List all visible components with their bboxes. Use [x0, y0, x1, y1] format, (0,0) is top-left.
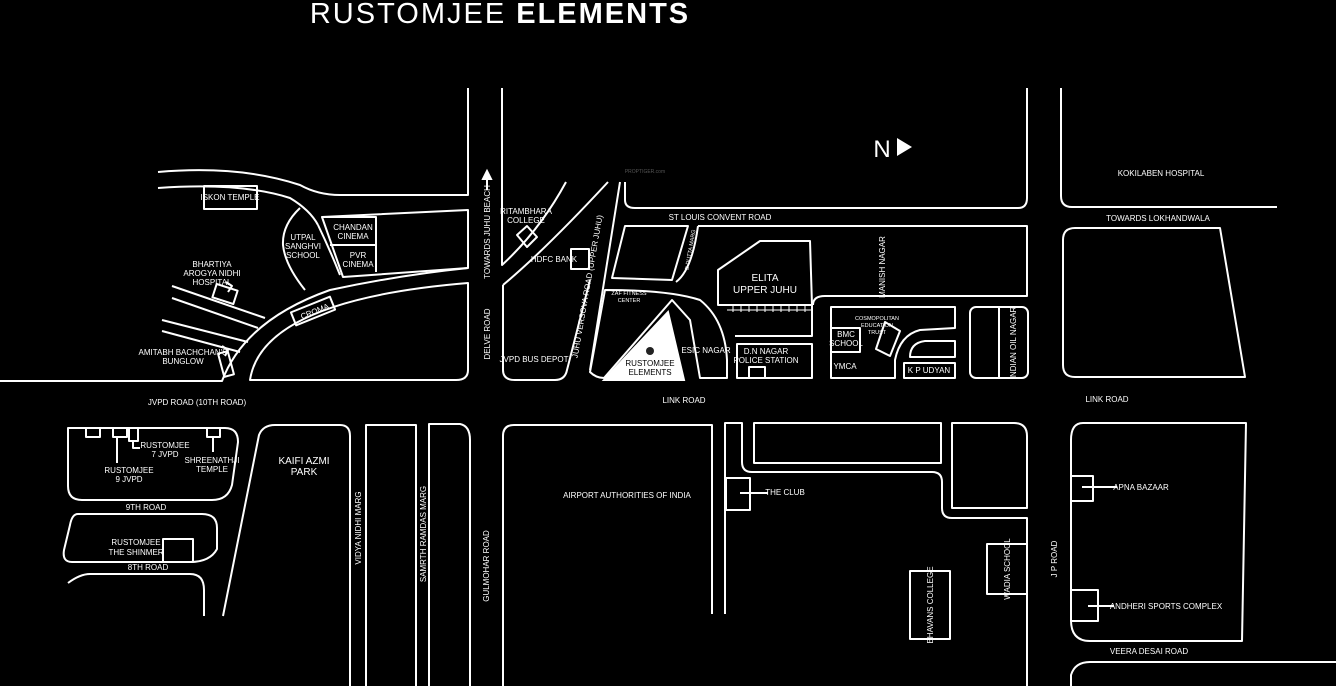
label-veera-desai-road: VEERA DESAI ROAD: [1110, 647, 1188, 656]
label-esic-nagar: ESIC NAGAR: [681, 346, 731, 355]
label-jvpd-bus-depot: JVPD BUS DEPOT: [500, 355, 569, 364]
label-link-road: LINK ROAD: [662, 396, 705, 405]
label-towards-lokhandwala: TOWARDS LOKHANDWALA: [1106, 214, 1210, 223]
label-dutta-marg: B DUTTA MARG: [685, 229, 698, 270]
title-bold: ELEMENTS: [516, 0, 691, 30]
map-title: RUSTOMJEE ELEMENTS: [0, 0, 1000, 31]
label-andheri-sports-complex: ANDHERI SPORTS COMPLEX: [1110, 602, 1223, 611]
label-ymca: YMCA: [833, 362, 857, 371]
label-rustomjee-7-jvpd-2: 7 JVPD: [151, 450, 178, 459]
label-8th-road: 8TH ROAD: [128, 563, 169, 572]
label-rustomjee-7-jvpd: RUSTOMJEE: [140, 441, 189, 450]
label-elita: ELITA: [751, 273, 778, 284]
label-samrth-ramdas-marg: SAMRTH RAMDAS MARG: [419, 486, 428, 582]
label-project: RUSTOMJEE: [625, 359, 674, 368]
label-rustomjee-9-jvpd-2: 9 JVPD: [115, 475, 142, 484]
label-bmc-school: BMC: [837, 330, 855, 339]
label-pvr-cinema-2: CINEMA: [342, 260, 374, 269]
label-jvpd-road: JVPD ROAD (10TH ROAD): [148, 398, 247, 407]
label-chandan-cinema: CHANDAN: [333, 223, 373, 232]
label-chandan-cinema-2: CINEMA: [337, 232, 369, 241]
label-elita-2: UPPER JUHU: [733, 285, 797, 296]
label-cosmopolitan: COSMOPOLITAN: [855, 316, 899, 322]
label-airport-authorities: AIRPORT AUTHORITIES OF INDIA: [563, 491, 691, 500]
label-delve-road: DELVE ROAD: [483, 308, 492, 359]
label-juhu-versova-road: JUHU VERSOVA ROAD (UPPER JUHU): [570, 214, 604, 359]
title-light: RUSTOMJEE: [309, 0, 507, 30]
label-kaifi-azmi-park: KAIFI AZMI: [278, 456, 329, 467]
label-apna-bazaar: APNA BAZAAR: [1113, 483, 1169, 492]
label-amitabh: AMITABH BACHCHAN'S: [139, 348, 228, 357]
label-shinmer-2: THE SHINMER: [108, 548, 163, 557]
label-towards-juhu-beach: TOWARDS JUHU BEACH: [483, 185, 492, 279]
watermark: PROPTIGER.com: [625, 169, 665, 175]
label-bhartiya-2: AROGYA NIDHI: [183, 269, 240, 278]
label-kp-udyan: K P UDYAN: [908, 366, 951, 375]
label-manish-nagar: MANISH NAGAR: [878, 236, 887, 298]
label-hdfc-bank: HDFC BANK: [531, 255, 578, 264]
label-vidya-nidhi-marg: VIDYA NIDHI MARG: [354, 491, 363, 564]
north-label: N: [873, 136, 890, 163]
label-bhartiya: BHARTIYA: [192, 260, 232, 269]
label-indian-oil-nagar: INDIAN OIL NAGAR: [1009, 306, 1018, 379]
label-rustomjee-9-jvpd: RUSTOMJEE: [104, 466, 153, 475]
label-ritambhara: RITAMBHARA: [500, 207, 553, 216]
label-kaifi-azmi-park-2: PARK: [291, 467, 318, 478]
label-st-louis-road: ST LOUIS CONVENT ROAD: [669, 213, 772, 222]
label-9th-road: 9TH ROAD: [126, 503, 167, 512]
label-pvr-cinema: PVR: [350, 251, 367, 260]
label-bhavans-college: BHAVANS COLLEGE: [926, 566, 935, 643]
label-cosmopolitan-2: EDUCATION: [861, 323, 893, 329]
label-iskon-temple: ISKON TEMPLE: [201, 193, 260, 202]
arrow-up-icon: [481, 168, 493, 190]
label-kokilaben: KOKILABEN HOSPITAL: [1118, 169, 1205, 178]
label-the-club: THE CLUB: [765, 488, 805, 497]
label-dn-nagar-2: POLICE STATION: [733, 356, 798, 365]
north-arrow-icon: [897, 138, 912, 156]
label-amitabh-2: BUNGLOW: [162, 357, 204, 366]
project-location-dot: [646, 347, 654, 355]
label-project-2: ELEMENTS: [628, 368, 671, 377]
label-cosmopolitan-3: TRUST: [868, 330, 887, 336]
label-jp-road: J P ROAD: [1050, 540, 1059, 577]
label-bmc-school-2: SCHOOL: [829, 339, 863, 348]
label-wadia-school: WADIA SCHOOL: [1003, 538, 1012, 600]
label-ritambhara-2: COLLEGE: [507, 216, 545, 225]
label-utpal-3: SCHOOL: [286, 251, 320, 260]
label-zaf-fitness: ZAF FITNESS: [611, 291, 646, 297]
label-link-road-east: LINK ROAD: [1085, 395, 1128, 404]
label-utpal: UTPAL: [290, 233, 316, 242]
hatched-wall: [727, 305, 812, 312]
label-shreenathji: SHREENATHJI: [185, 456, 240, 465]
label-zaf-fitness-2: CENTER: [618, 298, 641, 304]
label-utpal-2: SANGHVI: [285, 242, 321, 251]
label-gulmohar-road: GULMOHAR ROAD: [482, 530, 491, 602]
label-shinmer: RUSTOMJEE: [111, 538, 160, 547]
label-dn-nagar: D.N NAGAR: [744, 347, 789, 356]
roads-and-blocks: [0, 88, 1336, 686]
map-labels: ISKON TEMPLE CHANDAN CINEMA PVR CINEMA U…: [104, 169, 1222, 656]
label-bhartiya-3: HOSPITAL: [193, 278, 233, 287]
project-site-marker[interactable]: [601, 309, 686, 381]
label-shreenathji-2: TEMPLE: [196, 465, 228, 474]
